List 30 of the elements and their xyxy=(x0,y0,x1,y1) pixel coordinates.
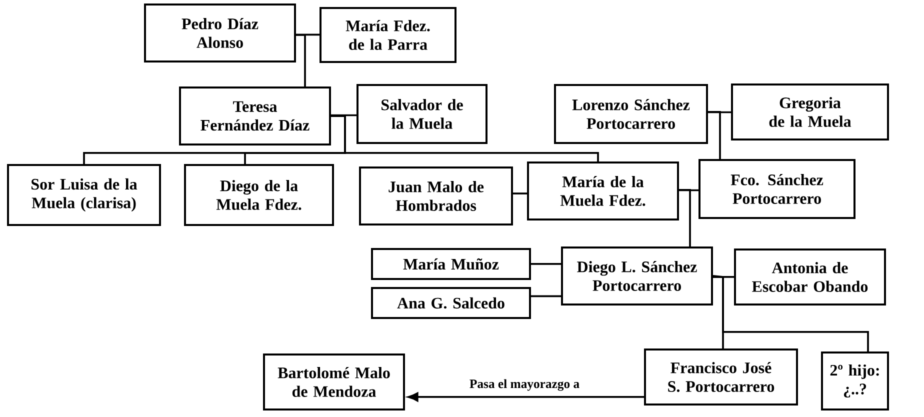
person-box: Ana G. Salcedo xyxy=(371,287,531,319)
person-box: Teresa Fernández Díaz xyxy=(179,86,331,146)
person-box: Antonia de Escobar Obando xyxy=(734,248,886,306)
person-box: Salvador de la Muela xyxy=(356,84,488,144)
person-box: Sor Luisa de la Muela (clarisa) xyxy=(7,164,162,226)
person-box: María de la Muela Fdez. xyxy=(527,162,679,220)
connector-line xyxy=(712,275,869,352)
arrow xyxy=(408,392,644,402)
connector-line xyxy=(331,115,599,162)
edge-label: Pasa el mayorazgo a xyxy=(468,378,581,392)
person-box: Gregoria de la Muela xyxy=(731,84,889,140)
person-box: Francisco José S. Portocarrero xyxy=(644,348,798,406)
connector-line xyxy=(679,189,691,246)
connector-line xyxy=(531,295,561,298)
connector-line xyxy=(531,263,561,265)
connector-line xyxy=(713,276,724,348)
connector-line xyxy=(331,114,356,116)
connector-line xyxy=(296,34,306,86)
person-box: Pedro Díaz Alonso xyxy=(144,4,296,62)
person-box: Diego de la Muela Fdez. xyxy=(184,164,334,226)
person-box: Juan Malo de Hombrados xyxy=(359,166,513,226)
person-box: María Fdez. de la Parra xyxy=(320,7,456,63)
person-box: Bartolomé Malo de Mendoza xyxy=(263,354,405,410)
connector-line xyxy=(708,111,721,159)
person-box: Fco. Sánchez Portocarrero xyxy=(698,159,856,219)
person-box: María Muñoz xyxy=(371,248,531,280)
connector-line xyxy=(513,192,527,194)
person-box: 2º hijo: ¿..? xyxy=(821,352,889,410)
person-box: Lorenzo Sánchez Portocarrero xyxy=(554,84,708,144)
person-box: Diego L. Sánchez Portocarrero xyxy=(561,246,713,306)
